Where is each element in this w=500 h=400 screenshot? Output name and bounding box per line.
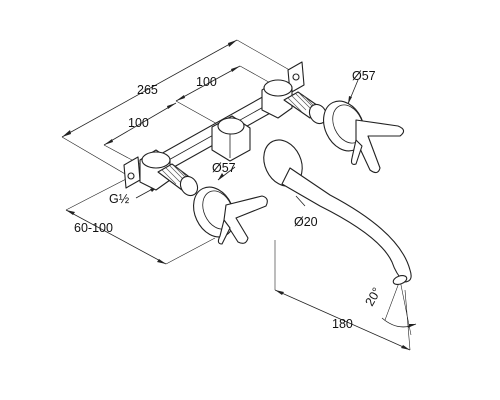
dim-handle-left-diameter: Ø57 bbox=[212, 161, 236, 175]
dim-overall-width: 265 bbox=[137, 83, 158, 97]
dim-handle-right-diameter: Ø57 bbox=[352, 69, 376, 83]
dimension-lines-spout bbox=[274, 240, 417, 351]
dim-spout-diameter: Ø20 bbox=[294, 215, 318, 229]
valve-body bbox=[149, 89, 291, 173]
dim-spout-projection: 180 bbox=[332, 317, 353, 331]
dim-spout-angle: 20° bbox=[362, 285, 384, 308]
handle-right bbox=[323, 100, 405, 174]
valve-right bbox=[261, 79, 328, 125]
handle-left bbox=[193, 186, 268, 245]
dim-thread: G½ bbox=[109, 192, 130, 206]
valve-left bbox=[139, 149, 199, 197]
dim-spacing-left: 100 bbox=[128, 116, 149, 130]
dimension-lines-top bbox=[61, 39, 301, 179]
mount-bracket-left bbox=[123, 156, 141, 189]
dim-wall-depth: 60-100 bbox=[74, 221, 113, 235]
diameter-leaders bbox=[217, 79, 359, 207]
spout bbox=[263, 139, 412, 286]
dim-spacing-right: 100 bbox=[196, 75, 217, 89]
mount-bracket-right bbox=[287, 61, 305, 94]
